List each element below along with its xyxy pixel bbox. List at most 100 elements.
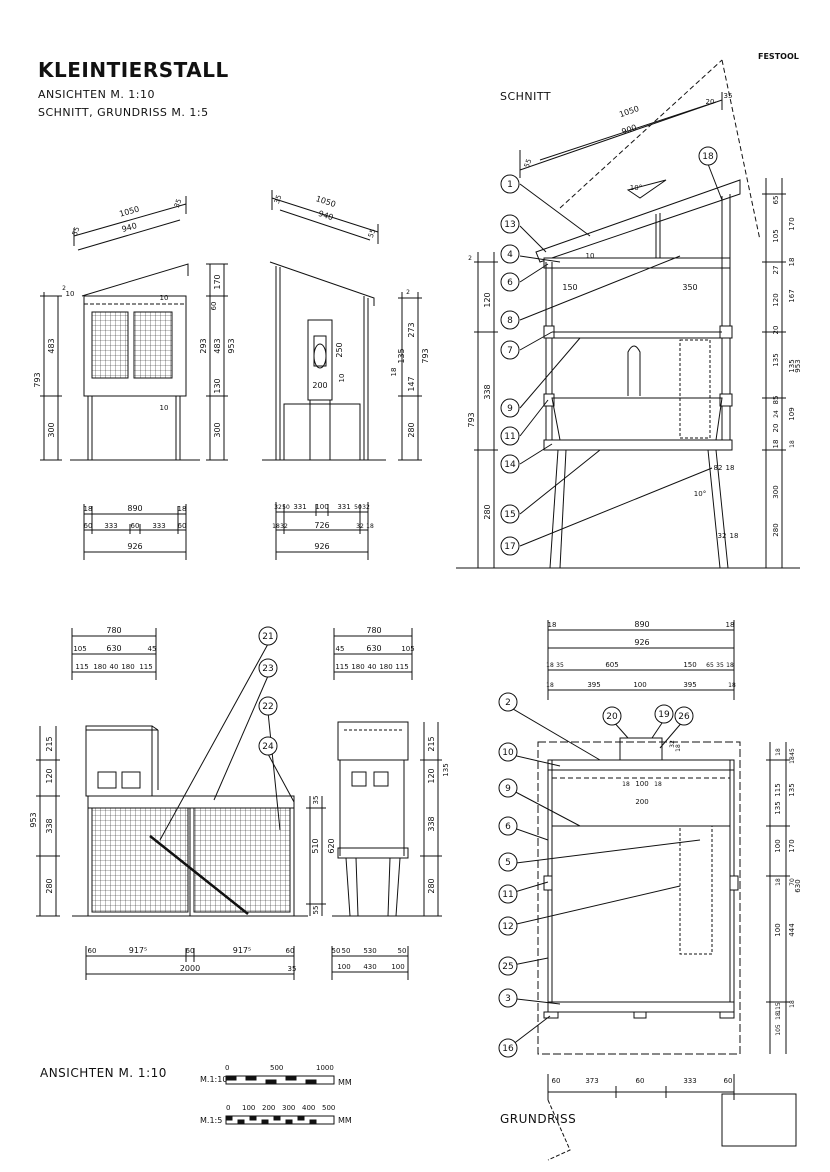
dimension-label: 2 <box>468 255 472 262</box>
callout-number: 1 <box>507 180 513 190</box>
scale-5-label: M.1:5 <box>200 1116 223 1125</box>
dimension-label: 917⁵ <box>129 946 147 955</box>
callout-marker: 24 <box>258 736 278 756</box>
scale-5-tick-300: 300 <box>282 1104 296 1112</box>
scale-bar-5 <box>225 1115 335 1125</box>
callout-number: 6 <box>505 822 511 832</box>
dimension-label: 130 <box>213 378 222 393</box>
dimension-label: 215 <box>427 736 436 751</box>
dimension-label: 60 <box>210 302 218 311</box>
dimension-label: 150 <box>683 661 696 669</box>
scale-5-tick-0: 0 <box>226 1104 231 1112</box>
callout-number: 15 <box>504 510 515 520</box>
dimension-label: 20 <box>772 326 780 335</box>
dimension-label: 65 <box>772 196 780 205</box>
dimension-label: 350 <box>682 283 697 292</box>
dimension-label: 926 <box>634 638 649 647</box>
callout-marker: 23 <box>258 658 278 678</box>
callout-marker: 14 <box>500 454 520 474</box>
callout-marker: 5 <box>498 852 518 872</box>
scale-10-unit: MM <box>338 1078 352 1087</box>
callout-circle <box>498 956 518 976</box>
dimension-label: 115 <box>139 663 152 671</box>
callout-circle <box>500 272 520 292</box>
dimension-label: 18 <box>730 532 739 540</box>
dimension-label: 35 <box>173 198 184 209</box>
subtitle-section: SCHNITT, GRUNDRISS M. 1:5 <box>38 106 209 119</box>
dimension-label: 55 <box>71 226 82 237</box>
callout-number: 12 <box>502 922 513 932</box>
dimension-label: 430 <box>363 963 376 971</box>
callout-circle <box>500 340 520 360</box>
dimension-label: 530 <box>363 947 376 955</box>
dimension-label: 167 <box>788 289 796 302</box>
dimension-label: 10° <box>630 184 642 192</box>
dimension-label: 50 <box>332 947 341 955</box>
dimension-label: 32 <box>280 523 288 530</box>
callout-number: 26 <box>678 712 690 722</box>
dimension-label: 35 <box>716 662 724 669</box>
dimension-label: 953 <box>227 338 236 353</box>
dimension-label: 10 <box>160 404 169 412</box>
dimension-label: 331 <box>337 503 350 511</box>
dimension-label: 18 <box>772 440 780 449</box>
dimension-label: 105 <box>775 1024 782 1036</box>
callout-number: 11 <box>502 890 513 900</box>
callout-marker: 21 <box>258 626 278 646</box>
dimension-label: 331 <box>293 503 306 511</box>
dimension-label: 135 <box>788 359 796 372</box>
dimension-label: 338 <box>45 818 54 833</box>
callout-number: 11 <box>504 432 515 442</box>
callout-marker: 13 <box>500 214 520 234</box>
callout-circle <box>500 310 520 330</box>
dimension-label: 900 <box>620 123 637 136</box>
subtitle-views: ANSICHTEN M. 1:10 <box>38 88 156 101</box>
scale-5-tick-400: 400 <box>302 1104 316 1112</box>
callout-circle <box>674 706 694 726</box>
dimension-label: 120 <box>427 768 436 783</box>
dimension-label: 18 <box>390 368 398 377</box>
callout-marker: 9 <box>500 398 520 418</box>
dimension-label: 115 <box>75 663 88 671</box>
dimension-label: 953 <box>794 359 802 372</box>
dimension-label: 10 <box>338 374 346 383</box>
dimension-label: 105 <box>772 229 780 242</box>
dimension-label: 170 <box>788 839 796 852</box>
dimension-label: 135 <box>397 348 406 363</box>
dimension-label: 726 <box>314 521 329 530</box>
dimension-label: 10 <box>160 294 169 302</box>
dimension-label: 300 <box>213 422 222 437</box>
plan-label: GRUNDRISS <box>500 1112 577 1126</box>
title-block <box>721 1093 797 1147</box>
scale-5-unit: MM <box>338 1116 352 1125</box>
callout-number: 7 <box>507 346 513 356</box>
dimension-label: 1050 <box>618 104 640 119</box>
callout-marker: 17 <box>500 536 520 556</box>
dimension-label: 60 <box>636 1077 645 1085</box>
dimension-label: 35 <box>288 965 297 973</box>
callout-circle <box>258 736 278 756</box>
dimension-label: 280 <box>483 504 492 519</box>
small-side-view <box>331 628 442 980</box>
dimension-label: 55 <box>367 228 378 239</box>
dimension-label: 60 <box>88 947 97 955</box>
dimension-label: 100 <box>774 923 782 936</box>
callout-marker: 26 <box>674 706 694 726</box>
dimension-label: 35 <box>273 194 284 205</box>
callout-number: 14 <box>504 460 516 470</box>
dimension-label: 32 <box>669 740 676 748</box>
dimension-label: 620 <box>327 838 336 853</box>
callout-circle <box>500 504 520 524</box>
scale-10-tick-1000: 1000 <box>316 1064 334 1072</box>
callout-circle <box>498 884 518 904</box>
dimension-label: 18 <box>775 878 782 886</box>
dimension-label: 60 <box>724 1077 733 1085</box>
dimension-label: 10 <box>586 252 595 260</box>
callout-number: 24 <box>262 742 274 752</box>
callout-marker: 7 <box>500 340 520 360</box>
dimension-label: 100 <box>633 681 646 689</box>
callout-marker: 12 <box>498 916 518 936</box>
callout-circle <box>500 454 520 474</box>
dimension-label: 170 <box>788 217 796 230</box>
